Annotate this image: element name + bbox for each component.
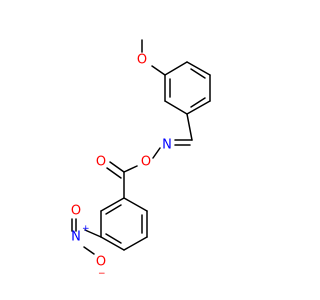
molecule-structure: O N O O N + O O −	[71, 39, 211, 280]
bond	[123, 236, 148, 251]
bond	[123, 165, 138, 173]
bond	[152, 147, 161, 159]
bond	[84, 229, 102, 238]
bond	[100, 197, 125, 212]
methoxy-oxygen-label: O	[137, 53, 147, 68]
carbonyl-oxygen-label: O	[96, 155, 106, 170]
nitro-top-oxygen-label: O	[71, 204, 81, 219]
bond-lines	[71, 39, 211, 255]
bond	[190, 68, 206, 79]
bond	[109, 161, 125, 173]
bond	[186, 100, 211, 115]
oxime-oxygen-label: O	[141, 155, 151, 170]
bond	[164, 61, 188, 76]
bond	[83, 246, 95, 255]
nitro-bottom-oxygen-label: O	[96, 255, 106, 270]
atom-labels: O N O O N + O O −	[71, 53, 172, 280]
bond	[186, 113, 193, 141]
nitro-nitrogen-label: N	[71, 230, 81, 245]
bond	[190, 97, 206, 108]
bond	[151, 65, 166, 76]
bond	[123, 197, 148, 212]
bond	[105, 204, 122, 215]
bond	[186, 61, 211, 76]
oxime-nitrogen-label: N	[162, 138, 172, 153]
nitro-oxygen-charge: −	[98, 269, 106, 279]
bond	[105, 233, 122, 244]
bond	[100, 236, 125, 251]
nitro-nitrogen-charge: +	[82, 224, 90, 234]
bond	[106, 167, 122, 179]
molecule-diagram: O N O O N + O O −	[70, 39, 211, 280]
bond	[164, 100, 188, 115]
